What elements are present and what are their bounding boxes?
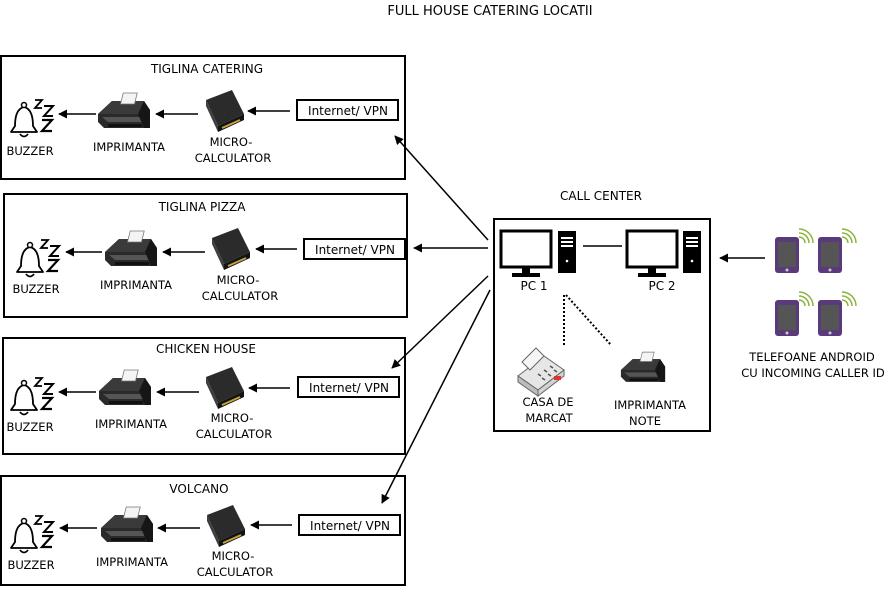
location-name: VOLCANO xyxy=(169,482,228,496)
diagram-title: FULL HOUSE CATERING LOCATII xyxy=(387,4,592,19)
location-name: TIGLINA PIZZA xyxy=(158,200,247,214)
location-volcano: VOLCANO BUZZER IMPRIMANTA MICRO- CALCULA… xyxy=(0,475,406,586)
smartphone-icon xyxy=(817,291,857,337)
pc1-label: PC 1 xyxy=(520,279,547,293)
buzzer-label: BUZZER xyxy=(12,282,59,296)
note-printer-label-line2: NOTE xyxy=(629,414,661,428)
receipt-printer-icon xyxy=(98,369,152,406)
receipt-printer-icon xyxy=(100,506,154,543)
location-name: TIGLINA CATERING xyxy=(150,62,263,76)
location-chicken-house: CHICKEN HOUSE BUZZER IMPRIMANTA MICRO- C… xyxy=(2,337,406,455)
note-printer-label-line1: IMPRIMANTA xyxy=(614,398,686,412)
micro-computer-icon xyxy=(205,89,245,133)
buzzer-label: BUZZER xyxy=(7,558,54,572)
location-name: CHICKEN HOUSE xyxy=(156,342,256,356)
receipt-printer-icon xyxy=(104,230,158,267)
receipt-printer-icon xyxy=(620,351,666,383)
sleeping-bell-icon xyxy=(9,376,55,416)
microcalc-label-line1: MICRO- xyxy=(212,549,255,563)
sleeping-bell-icon xyxy=(15,238,61,278)
call-center: CALL CENTER PC 1 PC 2 CASA DE MARCAT IMP… xyxy=(493,189,711,432)
microcalc-label-line1: MICRO- xyxy=(211,411,254,425)
sleeping-bell-icon xyxy=(9,98,55,138)
receipt-printer-icon xyxy=(97,92,151,129)
printer-label: IMPRIMANTA xyxy=(100,278,172,292)
monitor-icon xyxy=(625,229,679,279)
android-phones: TELEFOANE ANDROID CU INCOMING CALLER ID xyxy=(741,228,885,380)
microcalc-label-line2: CALCULATOR xyxy=(196,427,272,441)
network-label: Internet/ VPN xyxy=(310,519,390,533)
micro-computer-icon xyxy=(206,504,246,548)
cash-register-icon xyxy=(517,347,565,397)
printer-label: IMPRIMANTA xyxy=(95,417,167,431)
network-label: Internet/ VPN xyxy=(309,381,389,395)
tower-pc-icon xyxy=(683,231,701,273)
micro-computer-icon xyxy=(211,227,251,271)
printer-label: IMPRIMANTA xyxy=(93,140,165,154)
microcalc-label-line2: CALCULATOR xyxy=(197,565,273,579)
microcalc-label-line1: MICRO- xyxy=(217,273,260,287)
phones-label-line2: CU INCOMING CALLER ID xyxy=(741,366,885,380)
printer-label: IMPRIMANTA xyxy=(96,555,168,569)
microcalc-label-line2: CALCULATOR xyxy=(202,289,278,303)
buzzer-label: BUZZER xyxy=(6,144,53,158)
register-label-line2: MARCAT xyxy=(525,411,573,425)
call-center-title: CALL CENTER xyxy=(560,189,642,203)
location-tiglina-catering: TIGLINA CATERING BUZZER IMPRIMANTA MICRO… xyxy=(0,55,406,180)
smartphone-icon xyxy=(817,228,857,274)
buzzer-label: BUZZER xyxy=(6,420,53,434)
tower-pc-icon xyxy=(558,231,576,273)
microcalc-label-line2: CALCULATOR xyxy=(195,151,271,165)
register-label-line1: CASA DE xyxy=(522,395,573,409)
phones-label-line1: TELEFOANE ANDROID xyxy=(748,350,875,364)
sleeping-bell-icon xyxy=(9,514,55,554)
smartphone-icon xyxy=(774,291,814,337)
network-label: Internet/ VPN xyxy=(308,104,388,118)
network-label: Internet/ VPN xyxy=(315,243,395,257)
smartphone-icon xyxy=(774,228,814,274)
monitor-icon xyxy=(499,229,553,279)
pc2-label: PC 2 xyxy=(648,279,675,293)
location-tiglina-pizza: TIGLINA PIZZA BUZZER IMPRIMANTA MICRO- C… xyxy=(3,193,408,318)
microcalc-label-line1: MICRO- xyxy=(210,135,253,149)
micro-computer-icon xyxy=(205,366,245,410)
